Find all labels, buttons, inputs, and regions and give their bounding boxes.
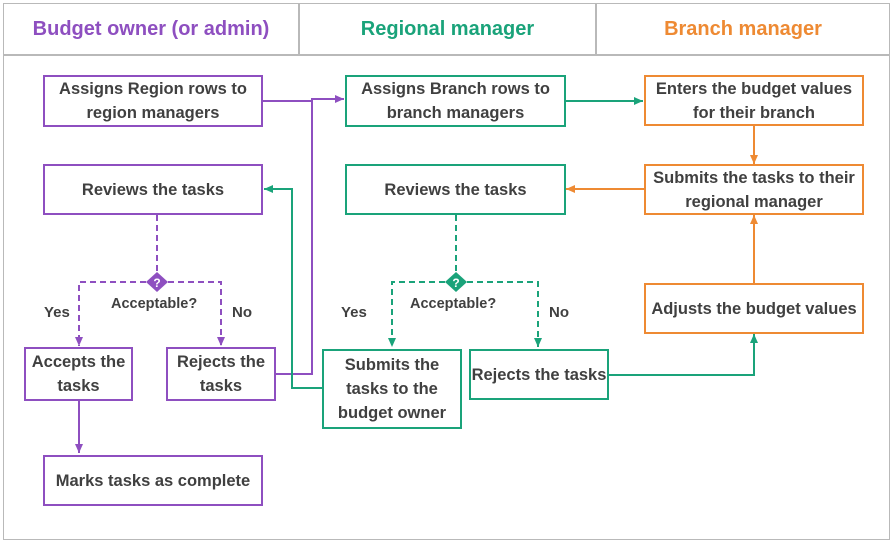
label-owner-yes: Yes [44, 304, 70, 321]
box-mark-complete: Marks tasks as complete [43, 455, 263, 506]
box-owner-reject-tasks: Rejects the tasks [166, 347, 276, 401]
decision-mark-budget-owner: ? [153, 276, 160, 290]
arrow-decision-yes [75, 281, 146, 346]
decision-mark-regional-manager: ? [452, 276, 459, 290]
arrow-assign-regions-to-assign-branches [263, 95, 344, 103]
decision-diamond-regional-manager [445, 272, 467, 292]
box-accept-tasks: Accepts the tasks [24, 347, 133, 401]
label-regional-acceptable: Acceptable? [410, 296, 497, 312]
box-submit-to-regional: Submits the tasks to their regional mana… [644, 164, 864, 215]
box-regional-review-tasks: Reviews the tasks [345, 164, 566, 215]
lane-header-budget-owner: Budget owner (or admin) [3, 3, 299, 55]
arrow-reject-to-adjust [609, 334, 758, 376]
arrow-decision-no [168, 281, 225, 346]
decision-diamond-budget-owner [146, 272, 168, 292]
box-assign-branch-rows: Assigns Branch rows to branch managers [345, 75, 566, 127]
box-owner-review-tasks: Reviews the tasks [43, 164, 263, 215]
arrow-reject-back-to-assign-branches [276, 101, 313, 375]
box-enter-budget-values: Enters the budget values for their branc… [644, 75, 864, 126]
arrow-submit-to-owner-review [264, 185, 322, 389]
arrow-decision-yes [388, 281, 445, 347]
label-owner-no: No [232, 304, 252, 321]
box-assign-region-rows: Assigns Region rows to region managers [43, 75, 263, 127]
lane-header-regional-manager: Regional manager [299, 3, 596, 55]
label-regional-no: No [549, 304, 569, 321]
label-owner-acceptable: Acceptable? [111, 296, 198, 312]
box-regional-reject-tasks: Rejects the tasks [469, 349, 609, 400]
box-submit-to-owner: Submits the tasks to the budget owner [322, 349, 462, 429]
arrow-decision-no [467, 281, 542, 347]
lane-header-branch-manager: Branch manager [596, 3, 890, 55]
box-adjust-budget-values: Adjusts the budget values [644, 283, 864, 334]
label-regional-yes: Yes [341, 304, 367, 321]
